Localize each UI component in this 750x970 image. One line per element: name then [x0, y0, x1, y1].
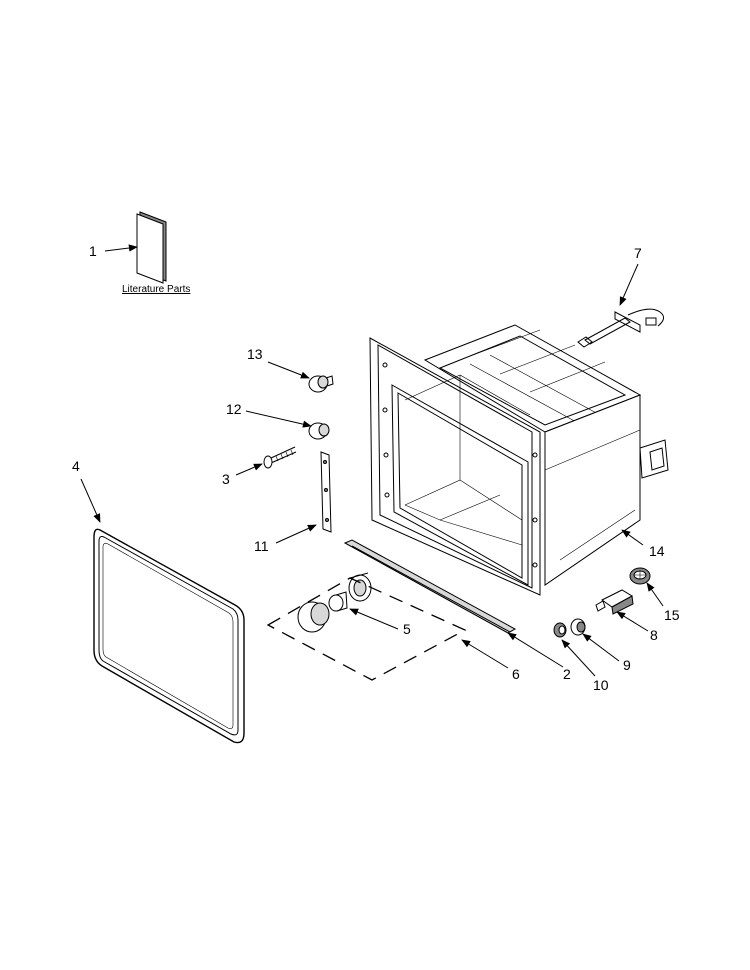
control-knob-part-5 — [297, 572, 372, 633]
callout-14: 14 — [649, 543, 665, 559]
light-socket-part-9 — [570, 618, 586, 636]
callout-6: 6 — [512, 666, 520, 682]
oven-cavity-part — [369, 324, 669, 596]
literature-booklet-part — [136, 211, 167, 284]
callout-9: 9 — [623, 657, 631, 673]
leader-lines — [80, 244, 664, 677]
door-gasket-part — [93, 528, 245, 744]
latch-switch-part-8 — [595, 589, 634, 615]
callout-13: 13 — [247, 346, 263, 362]
spacer-part-12 — [308, 422, 330, 440]
callout-7: 7 — [634, 245, 642, 261]
callout-10: 10 — [593, 677, 609, 693]
callout-8: 8 — [650, 627, 658, 643]
callout-12: 12 — [226, 401, 242, 417]
callout-11: 11 — [254, 538, 269, 554]
switch-part-10 — [553, 622, 567, 638]
callout-1: 1 — [89, 243, 97, 259]
temperature-sensor-part — [577, 308, 664, 348]
callout-15: 15 — [664, 607, 680, 623]
knob-kit-boundary — [266, 577, 467, 681]
trim-strip-part-2 — [343, 539, 517, 634]
callout-5: 5 — [403, 621, 411, 637]
callout-3: 3 — [222, 471, 230, 487]
literature-parts-caption: Literature Parts — [122, 284, 190, 295]
bumper-part-13 — [308, 375, 334, 393]
callout-2: 2 — [563, 666, 571, 682]
vent-cap-part-15 — [629, 567, 651, 585]
callout-4: 4 — [72, 458, 80, 474]
hinge-strip-part-11 — [320, 451, 332, 533]
screw-part-3 — [263, 446, 297, 469]
